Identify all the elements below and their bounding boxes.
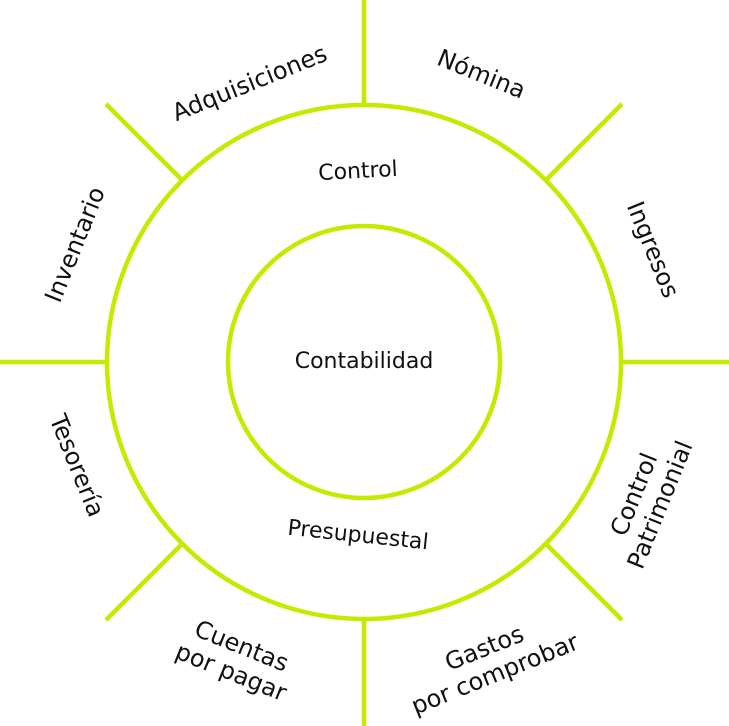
center-label: Contabilidad xyxy=(295,349,434,374)
module-ingresos: Ingresos xyxy=(621,197,685,301)
module-inventario: Inventario xyxy=(39,183,111,306)
inner-circle xyxy=(225,223,503,501)
ring-bottom-label: Presupuestal xyxy=(286,516,429,556)
divider-top-left xyxy=(104,102,184,182)
divider-bottom-right xyxy=(544,542,624,622)
module-gastos: Gastos por comprobar xyxy=(407,620,582,721)
divider-top-right xyxy=(544,102,624,182)
divider-bottom-left xyxy=(104,542,184,622)
module-control-patrimonial: Control Patrimonial xyxy=(605,437,699,573)
module-tesoreria: Tesorería xyxy=(43,409,110,520)
module-cuentas: Cuentas por pagar xyxy=(172,615,293,707)
module-nomina: Nómina xyxy=(433,44,529,105)
ring-top-label: Control xyxy=(318,157,399,186)
